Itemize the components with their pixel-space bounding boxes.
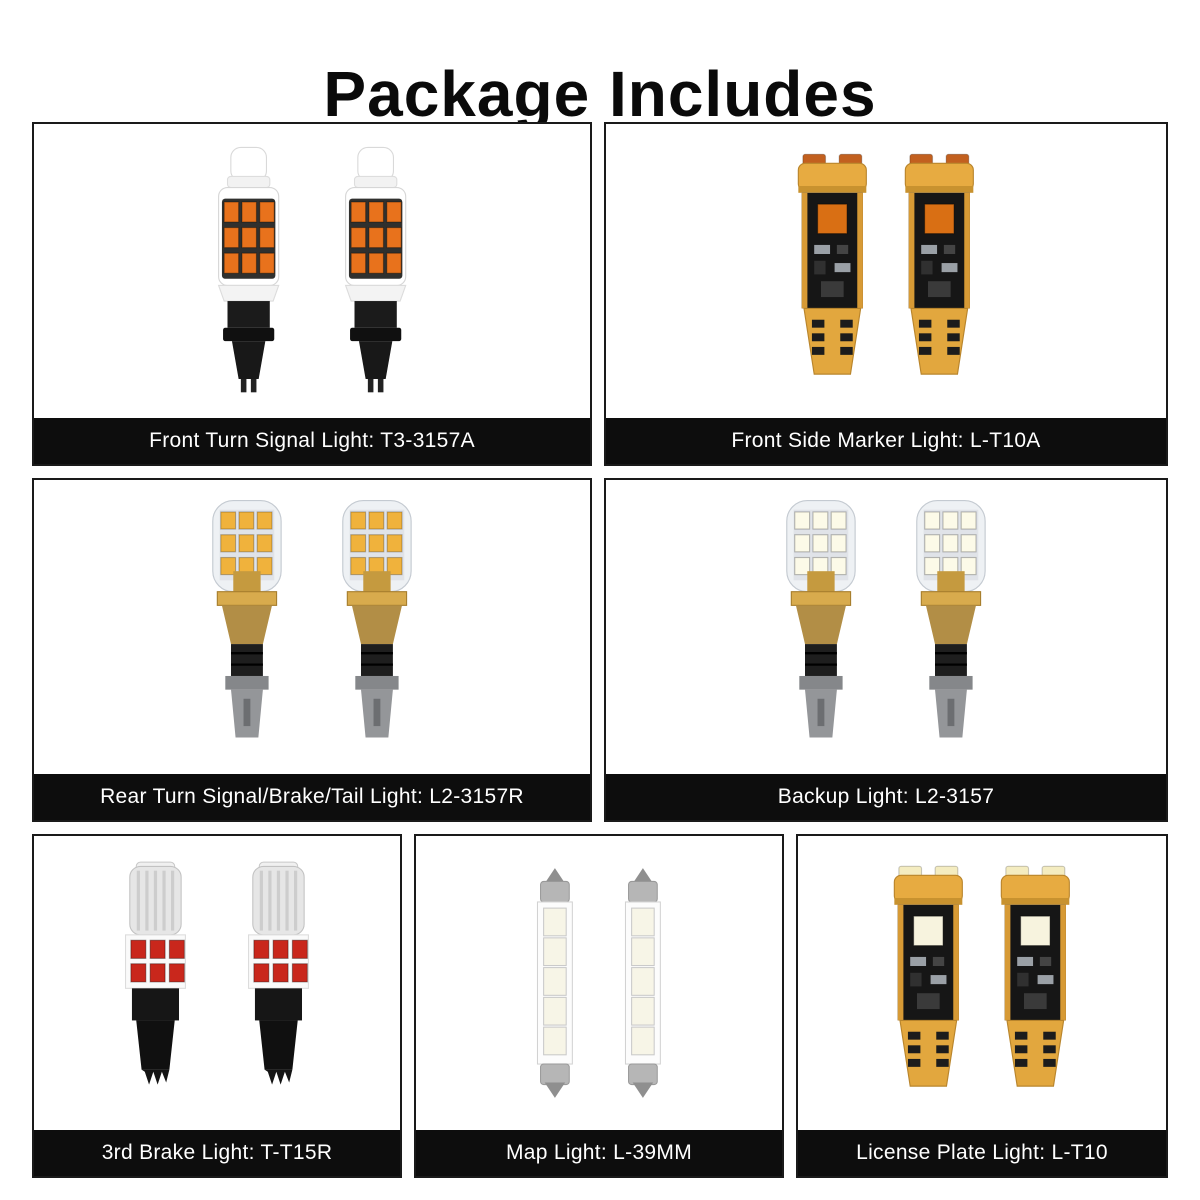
t10-amber-led-bulb-icon: [894, 152, 985, 390]
t-t15r-red-led-bulb-icon: [102, 860, 209, 1106]
t3-3157a-led-bulb-icon: [320, 143, 431, 399]
cell-label-front-turn-signal: Front Turn Signal Light: T3-3157A: [34, 418, 590, 464]
package-cell-front-side-marker: Front Side Marker Light: L-T10A: [604, 122, 1168, 466]
t3-3157a-led-bulb-icon: [193, 143, 304, 399]
cell-label-backup: Backup Light: L2-3157: [606, 774, 1166, 820]
package-cell-map: Map Light: L-39MM: [414, 834, 784, 1178]
bulb-image-backup: [606, 480, 1166, 774]
t10-white-led-bulb-icon: [883, 864, 974, 1102]
l2-3157-white-led-bulb-icon: [764, 496, 878, 758]
bulb-image-front-turn-signal: [34, 124, 590, 418]
package-cell-backup: Backup Light: L2-3157: [604, 478, 1168, 822]
festoon-39mm-led-bulb-icon: [519, 865, 591, 1101]
cell-label-license-plate: License Plate Light: L-T10: [798, 1130, 1166, 1176]
festoon-39mm-led-bulb-icon: [607, 865, 679, 1101]
bulb-image-front-side-marker: [606, 124, 1166, 418]
cell-label-third-brake: 3rd Brake Light: T-T15R: [34, 1130, 400, 1176]
bulb-image-map: [416, 836, 782, 1130]
l2-3157r-amber-led-bulb-icon: [320, 496, 434, 758]
package-cell-rear-turn-brake-tail: Rear Turn Signal/Brake/Tail Light: L2-31…: [32, 478, 592, 822]
t10-amber-led-bulb-icon: [787, 152, 878, 390]
l2-3157-white-led-bulb-icon: [894, 496, 1008, 758]
bulb-image-rear-turn-brake-tail: [34, 480, 590, 774]
cell-label-map: Map Light: L-39MM: [416, 1130, 782, 1176]
bulb-image-third-brake: [34, 836, 400, 1130]
cell-label-front-side-marker: Front Side Marker Light: L-T10A: [606, 418, 1166, 464]
cell-label-rear-turn-brake-tail: Rear Turn Signal/Brake/Tail Light: L2-31…: [34, 774, 590, 820]
package-cell-license-plate: License Plate Light: L-T10: [796, 834, 1168, 1178]
package-cell-third-brake: 3rd Brake Light: T-T15R: [32, 834, 402, 1178]
package-cell-front-turn-signal: Front Turn Signal Light: T3-3157A: [32, 122, 592, 466]
page-title: Package Includes: [323, 57, 877, 130]
l2-3157r-amber-led-bulb-icon: [190, 496, 304, 758]
t10-white-led-bulb-icon: [990, 864, 1081, 1102]
t-t15r-red-led-bulb-icon: [225, 860, 332, 1106]
bulb-image-license-plate: [798, 836, 1166, 1130]
